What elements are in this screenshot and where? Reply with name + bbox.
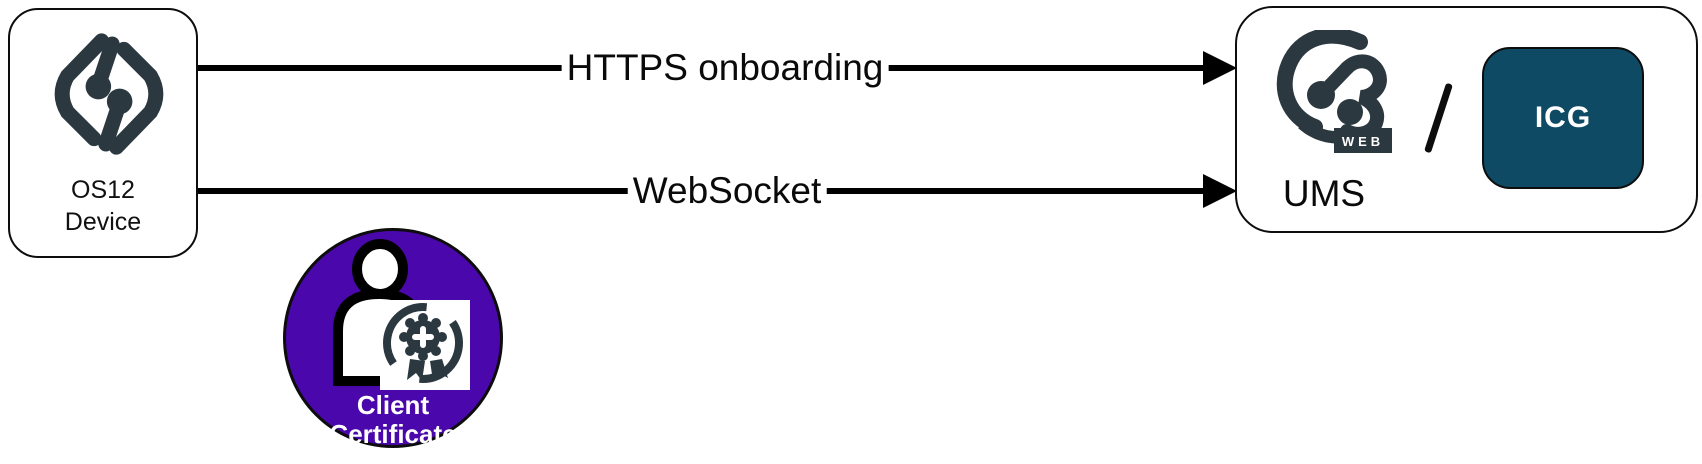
client-certificate-label: Client Certificate xyxy=(286,391,500,449)
ums-node: WEB UMS ICG xyxy=(1235,6,1698,233)
client-certificate-label-line1: Client xyxy=(356,390,430,420)
device-label-line2: Device xyxy=(64,208,142,236)
web-badge: WEB xyxy=(1334,128,1392,153)
client-certificate-label-line2: Certificate xyxy=(329,419,457,449)
slash-separator xyxy=(1424,82,1453,154)
ums-label: UMS xyxy=(1282,173,1366,214)
device-label: OS12 Device xyxy=(10,174,196,238)
client-certificate-badge: Client Certificate xyxy=(283,228,503,449)
os12-device-node: OS12 Device xyxy=(8,8,198,258)
device-label-line1: OS12 xyxy=(71,176,135,204)
web-badge-label: WEB xyxy=(1342,134,1384,149)
websocket-label: WebSocket xyxy=(627,170,827,212)
igel-os-logo-icon xyxy=(54,33,164,155)
websocket-arrowhead-icon xyxy=(1203,174,1237,208)
igel-ums-web-logo-icon: WEB xyxy=(1276,30,1392,153)
icg-label: ICG xyxy=(1534,101,1592,134)
https-onboarding-arrowhead-icon xyxy=(1203,51,1237,85)
icg-node: ICG xyxy=(1482,47,1644,189)
person-certificate-icon xyxy=(333,239,470,390)
https-onboarding-label: HTTPS onboarding xyxy=(561,47,889,89)
